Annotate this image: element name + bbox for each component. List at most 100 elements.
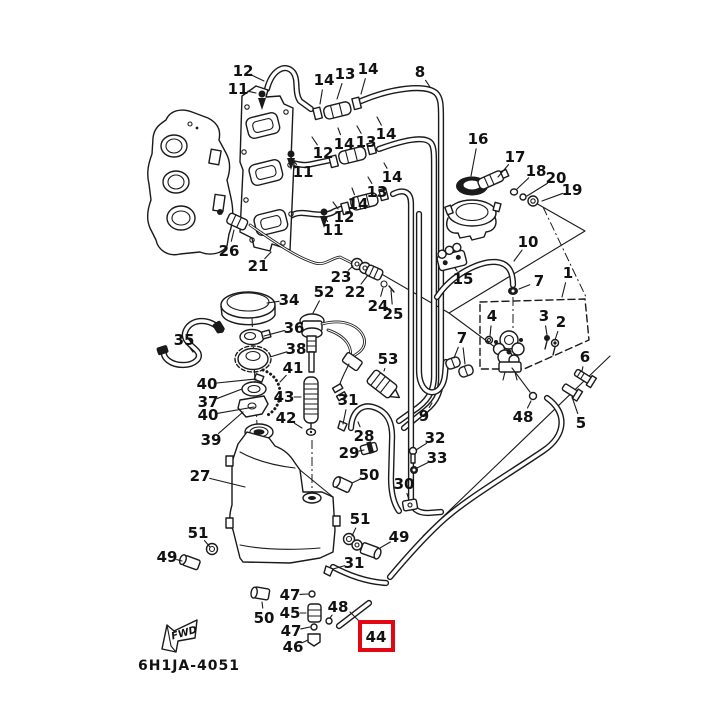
part-label-19: 19 [562,181,583,199]
label-leader-line [279,374,287,383]
oil-pipe-21 [217,209,395,293]
label-leader-line [406,492,410,501]
part-label-46: 46 [283,638,304,656]
label-leader-line [247,90,257,94]
part-label-24: 24 [368,297,389,315]
part-label-27: 27 [190,467,211,485]
part-label-43: 43 [274,388,295,406]
oil-level-sender [299,313,401,436]
label-leader-line [332,565,345,570]
part-label-14: 14 [348,195,369,213]
label-leader-line [561,282,567,298]
part-label-40: 40 [198,406,219,424]
part-label-21: 21 [248,257,269,275]
hose-bundle [357,85,450,517]
label-leader-line [300,626,311,630]
part-label-28: 28 [354,427,375,445]
part-label-34: 34 [279,291,300,309]
label-leader-line [376,116,382,126]
hose-28 [349,404,401,513]
label-leader-line [513,249,523,262]
part-label-6: 6 [580,348,590,366]
part-label-33: 33 [427,449,448,467]
label-leader-line [216,378,257,384]
label-leader-line [428,402,433,409]
part-label-10: 10 [518,233,539,251]
label-leader-line [269,351,287,358]
filler-hose-35 [156,317,225,369]
label-leader-line [454,267,458,272]
label-leader-line [216,388,243,399]
fwd-direction-marker: FWD [161,619,198,653]
label-leader-line [290,157,298,165]
part-label-14: 14 [376,125,397,143]
label-leader-line [497,164,510,178]
part-label-39: 39 [201,431,222,449]
tank-fittings [178,476,382,601]
oil-tank [225,431,341,564]
part-label-5: 5 [576,414,586,432]
part-label-20: 20 [546,169,567,187]
filler-cap-assembly [220,291,282,441]
part-label-16: 16 [468,130,489,148]
part-label-14: 14 [334,135,355,153]
part-label-13: 13 [367,183,388,201]
part-label-12: 12 [313,144,334,162]
label-leader-line [357,421,361,428]
part-label-47: 47 [281,622,302,640]
label-leader-line [581,366,584,372]
label-leader-line [470,148,477,177]
part-label-9: 9 [419,407,429,425]
part-label-11: 11 [228,80,249,98]
part-label-14: 14 [382,168,403,186]
part-label-40: 40 [197,375,218,393]
label-leader-line [571,396,579,415]
label-leader-line [251,74,265,82]
part-label-35: 35 [174,331,195,349]
part-label-52: 52 [314,283,335,301]
label-leader-line [209,477,246,488]
part-label-30: 30 [394,475,415,493]
intake-manifold [239,85,295,252]
part-label-2: 2 [556,313,566,331]
label-leader-line [301,639,309,644]
part-label-7: 7 [534,272,544,290]
label-leader-line [311,136,318,146]
label-leader-line [176,559,183,562]
part-label-26: 26 [219,242,240,260]
label-leader-line [323,215,329,223]
part-label-50: 50 [359,466,380,484]
part-label-50: 50 [254,609,275,627]
label-leader-line [203,540,211,548]
highlight-box[interactable] [358,620,395,652]
part-label-47: 47 [280,586,301,604]
label-leader-line [380,287,384,297]
label-leader-line [518,284,531,290]
part-label-31: 31 [344,554,365,572]
part-label-12: 12 [334,208,355,226]
label-leader-line [342,409,347,425]
label-leader-line [383,367,386,372]
part-label-4: 4 [487,307,497,325]
part-label-38: 38 [286,340,307,358]
tank-bottom-parts [307,420,348,647]
label-leader-line [554,330,559,341]
part-label-18: 18 [526,162,547,180]
part-label-51: 51 [188,524,209,542]
label-leader-line [264,251,272,260]
part-label-42: 42 [276,409,297,427]
part-label-13: 13 [335,65,356,83]
label-leader-line [332,201,339,210]
pump-outlet-hose [329,394,565,630]
part-label-15: 15 [453,270,474,288]
label-leader-line [230,229,235,242]
highlighted-part-callout[interactable]: 44 [349,611,395,652]
label-leader-line [390,289,393,305]
part-label-37: 37 [198,393,219,411]
label-leader-line [453,346,459,359]
label-leader-line [526,400,532,409]
engine-block [147,109,234,256]
label-leader-line [351,527,357,537]
